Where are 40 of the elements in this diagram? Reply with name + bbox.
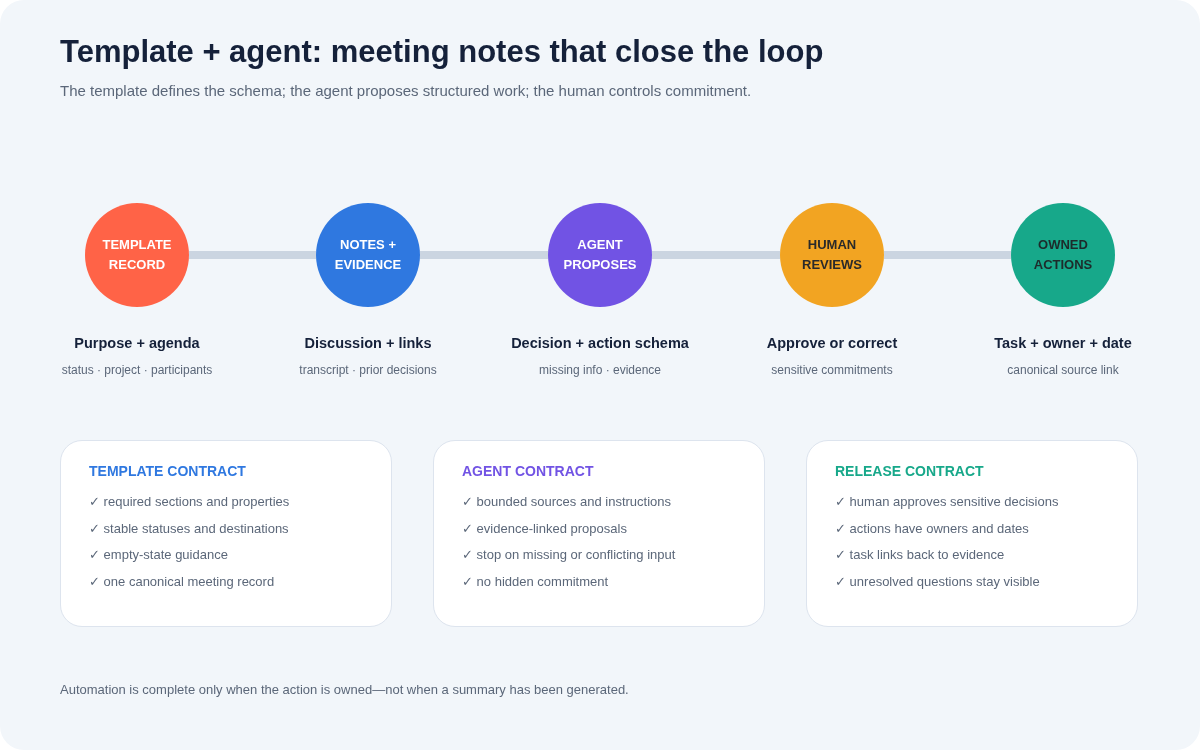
step-label: OWNED ACTIONS <box>1032 236 1094 274</box>
step-detail: sensitive commitments <box>770 363 894 377</box>
step-heading: Discussion + links <box>303 335 433 351</box>
contract-card <box>60 440 392 627</box>
connector-line <box>420 251 548 259</box>
contract-card <box>806 440 1138 627</box>
step-detail: missing info · evidence <box>537 363 663 377</box>
checklist-item: ✓ unresolved questions stay visible <box>835 573 1040 589</box>
checklist-item: ✓ actions have owners and dates <box>835 520 1029 536</box>
checklist-item: ✓ human approves sensitive decisions <box>835 494 1059 509</box>
subtitle: The template defines the schema; the agent proposes structured work; the human controls commitment. <box>60 82 752 99</box>
step-label: HUMAN REVIEWS <box>801 236 863 274</box>
connector-line <box>189 251 316 259</box>
checklist-item: ✓ evidence-linked proposals <box>462 520 627 536</box>
step-detail: status · project · participants <box>60 363 214 377</box>
title: Template + agent: meeting notes that close the loop <box>60 34 824 70</box>
step-heading: Task + owner + date <box>993 335 1133 351</box>
checklist-item: ✓ no hidden commitment <box>462 573 609 589</box>
checklist-item: ✓ bounded sources and instructions <box>462 494 671 509</box>
step-label: NOTES + EVIDENCE <box>333 236 403 274</box>
card-heading: TEMPLATE CONTRACT <box>89 463 246 479</box>
step-label: AGENT PROPOSES <box>562 236 638 274</box>
checklist-item: ✓ empty-state guidance <box>89 547 228 562</box>
connector-line <box>652 251 780 259</box>
checklist-item: ✓ stop on missing or conflicting input <box>462 547 676 562</box>
checklist-item: ✓ task links back to evidence <box>835 547 1005 562</box>
connector-line <box>884 251 1011 259</box>
checklist-item: ✓ one canonical meeting record <box>89 573 275 589</box>
step-heading: Purpose + agenda <box>73 335 201 351</box>
contract-card <box>433 440 765 627</box>
step-heading: Approve or correct <box>765 335 899 351</box>
card-heading: AGENT CONTRACT <box>462 463 594 479</box>
step-label: TEMPLATE RECORD <box>101 236 173 274</box>
footnote: Automation is complete only when the action is owned—not when a summary has been generated. <box>60 682 629 697</box>
step-detail: canonical source link <box>1006 363 1120 377</box>
checklist-item: ✓ stable statuses and destinations <box>89 520 289 536</box>
checklist-item: ✓ required sections and properties <box>89 494 290 509</box>
card-heading: RELEASE CONTRACT <box>835 463 984 479</box>
step-heading: Decision + action schema <box>510 335 690 351</box>
step-detail: transcript · prior decisions <box>298 363 438 377</box>
